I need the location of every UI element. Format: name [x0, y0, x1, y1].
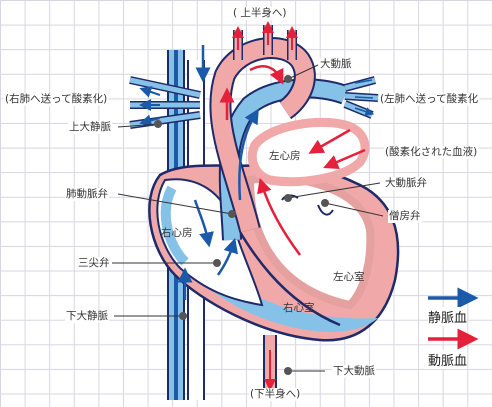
label-right-ventricle: 右心室 [282, 302, 316, 315]
label-aortic-valve: 大動脈弁 [384, 177, 428, 190]
label-oxygenated: (酸素化された血液) [384, 146, 478, 159]
heart-body [149, 164, 398, 341]
label-right-atrium: 右心房 [160, 227, 194, 240]
label-aorta: 大動脈 [319, 58, 353, 71]
label-superior-vena-cava: 上大静脈 [68, 121, 112, 134]
label-left-atrium: 左心房 [268, 150, 302, 163]
label-pulmonary-valve: 肺動脈弁 [65, 188, 109, 201]
legend-arterial-label: 動脈血 [428, 350, 467, 369]
label-mitral-valve: 僧房弁 [388, 210, 422, 223]
label-inferior-vena-cava: 下大静脈 [65, 310, 109, 323]
legend-venous-label: 静脈血 [428, 307, 467, 326]
label-left-lung: (左肺へ送って酸素化 [379, 93, 479, 106]
label-tricuspid-valve: 三尖弁 [77, 257, 111, 270]
label-right-lung: (右肺へ送って酸素化) [4, 93, 108, 106]
label-left-ventricle: 左心室 [332, 271, 366, 284]
label-lower-body: (下半身へ) [249, 388, 301, 401]
label-upper-body: ( 上半身へ) [232, 7, 288, 20]
label-descending-aorta: 下大動脈 [332, 365, 376, 378]
